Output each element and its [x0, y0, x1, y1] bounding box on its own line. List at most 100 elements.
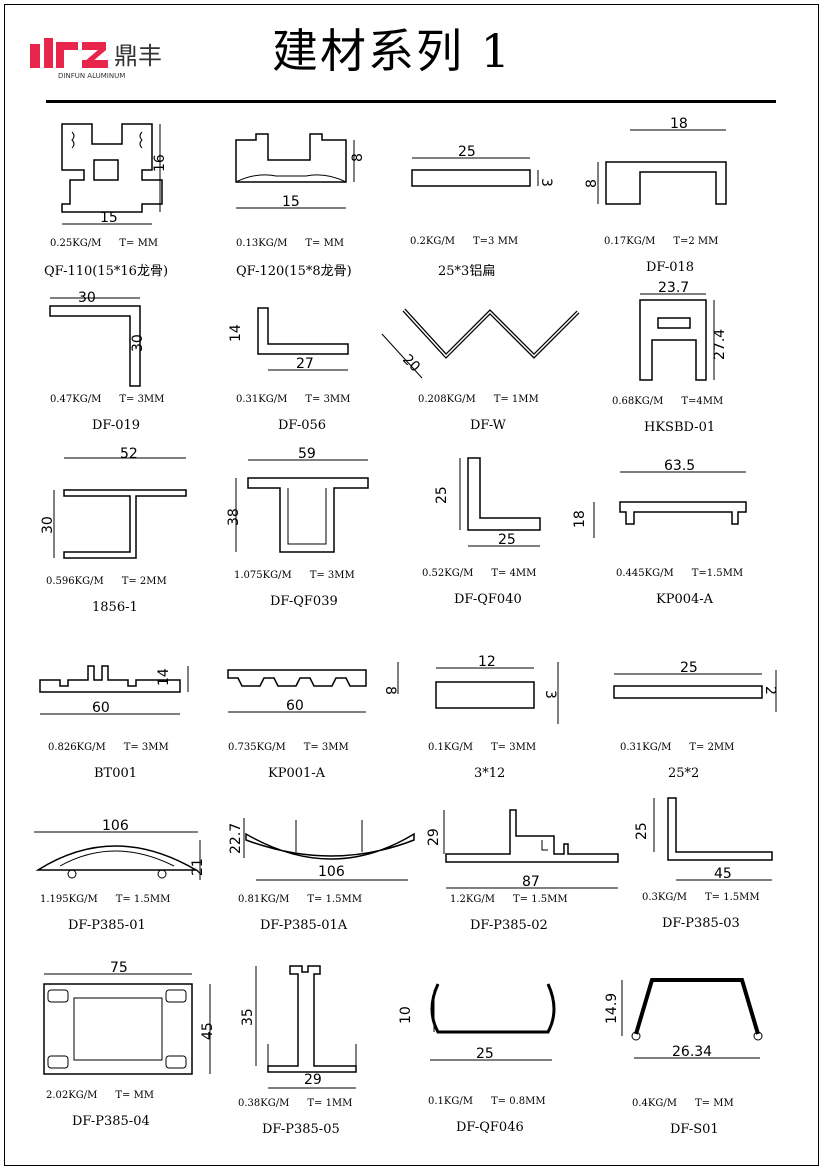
dim-label: 27 — [296, 356, 314, 372]
weight-value: 0.3KG/M — [642, 892, 687, 903]
dim-label: 3 — [538, 178, 554, 187]
thickness-value: T= MM — [115, 1090, 155, 1101]
profile-code: 1856-1 — [92, 600, 138, 615]
profile-spec: 0.445KG/M T=1.5MM — [616, 568, 743, 579]
dim-label: 29 — [304, 1072, 322, 1088]
weight-value: 0.31KG/M — [236, 394, 288, 405]
weight-value: 0.445KG/M — [616, 568, 674, 579]
thickness-value: T= 1.5MM — [115, 894, 171, 905]
profile-drawing: 25 2 — [613, 660, 778, 712]
weight-value: 0.13KG/M — [236, 238, 288, 249]
dim-label: 59 — [298, 446, 316, 462]
weight-value: 0.31KG/M — [620, 742, 672, 753]
weight-value: 0.826KG/M — [48, 742, 106, 753]
profile-code: 25*2 — [668, 766, 700, 781]
thickness-value: T= MM — [305, 238, 345, 249]
profile-drawing: 18 8 — [584, 116, 727, 205]
dim-label: 25 — [476, 1046, 494, 1062]
profile-code: DF-S01 — [670, 1122, 719, 1137]
page-title: 建材系列 1 — [272, 24, 512, 78]
weight-value: 0.208KG/M — [418, 394, 476, 405]
dim-label: 18 — [572, 510, 588, 528]
profile-card: 8 15 0.13KG/M T= MM QF-120(15*8龙骨) — [222, 112, 418, 300]
dim-label: 14 — [228, 324, 244, 342]
weight-value: 0.1KG/M — [428, 742, 473, 753]
profile-drawing: 10 25 — [398, 983, 556, 1062]
dim-label: 27.4 — [712, 329, 728, 360]
profile-drawing: 20 — [381, 308, 580, 379]
thickness-value: T=2 MM — [673, 236, 719, 247]
thickness-value: T=1.5MM — [691, 568, 744, 579]
thickness-value: T= 3MM — [309, 570, 355, 581]
thickness-value: T= 1MM — [493, 394, 539, 405]
dim-label: 15 — [282, 194, 300, 210]
dim-label: 30 — [40, 516, 56, 534]
dim-label: 26.34 — [672, 1044, 712, 1060]
profile-code: QF-120(15*8龙骨) — [236, 264, 352, 279]
profile-code: DF-056 — [278, 418, 327, 433]
dim-label: 20 — [399, 352, 423, 376]
profile-code: DF-W — [470, 418, 506, 433]
profile-drawing: 25 3 — [411, 144, 554, 187]
thickness-value: T= 4MM — [491, 568, 537, 579]
thickness-value: T= MM — [694, 1098, 734, 1109]
profile-drawing: 52 30 — [40, 446, 187, 559]
dim-label: 87 — [522, 874, 540, 890]
thickness-value: T= 3MM — [119, 394, 165, 405]
weight-value: 1.2KG/M — [450, 894, 495, 905]
profile-drawing: 14.9 26.34 — [604, 978, 763, 1060]
profile-drawing: 8 60 — [227, 662, 399, 714]
profile-drawing: 75 45 — [43, 960, 216, 1075]
profile-code: BT001 — [94, 766, 138, 781]
profile-code: HKSBD-01 — [644, 420, 716, 435]
dim-label: 106 — [102, 818, 129, 834]
weight-value: 0.4KG/M — [632, 1098, 677, 1109]
profile-drawing: 25 45 — [634, 797, 773, 882]
brand-logo: 鼎丰 DINFUN ALUMINUM — [30, 38, 162, 80]
brand-name-cn: 鼎丰 — [114, 42, 162, 70]
profile-spec: 2.02KG/M T= MM — [46, 1090, 154, 1101]
dim-label: 14 — [156, 668, 172, 686]
logo-block-5 — [82, 42, 106, 50]
weight-value: 2.02KG/M — [46, 1090, 98, 1101]
dim-label: 25 — [498, 532, 516, 548]
profile-drawing: 14 60 — [39, 665, 189, 716]
profile-drawing: 16 15 — [61, 123, 168, 226]
profile-drawing: 63.5 18 — [572, 458, 747, 538]
profile-card: 14.9 26.34 0.4KG/M T= MM DF-S01 — [596, 956, 792, 1144]
profile-code: DF-P385-01 — [68, 918, 146, 933]
weight-value: 0.2KG/M — [410, 236, 455, 247]
profile-drawing: 8 15 — [235, 133, 366, 210]
dim-label: 23.7 — [658, 280, 689, 296]
dim-label: 63.5 — [664, 458, 695, 474]
profile-drawing: 14 27 — [228, 307, 349, 372]
profile-spec: 0.208KG/M T= 1MM — [418, 394, 539, 405]
thickness-value: T= MM — [119, 238, 159, 249]
dim-label: 16 — [152, 154, 168, 172]
logo-block-2 — [44, 38, 53, 68]
thickness-value: T=4MM — [681, 396, 724, 407]
profile-drawing: 25 25 — [434, 457, 541, 548]
dim-label: 75 — [110, 960, 128, 976]
profile-card: 20 0.208KG/M T= 1MM DF-W — [372, 282, 580, 470]
profile-code: DF-P385-02 — [470, 918, 548, 933]
dim-label: 52 — [120, 446, 138, 462]
dim-label: 3 — [542, 690, 558, 699]
